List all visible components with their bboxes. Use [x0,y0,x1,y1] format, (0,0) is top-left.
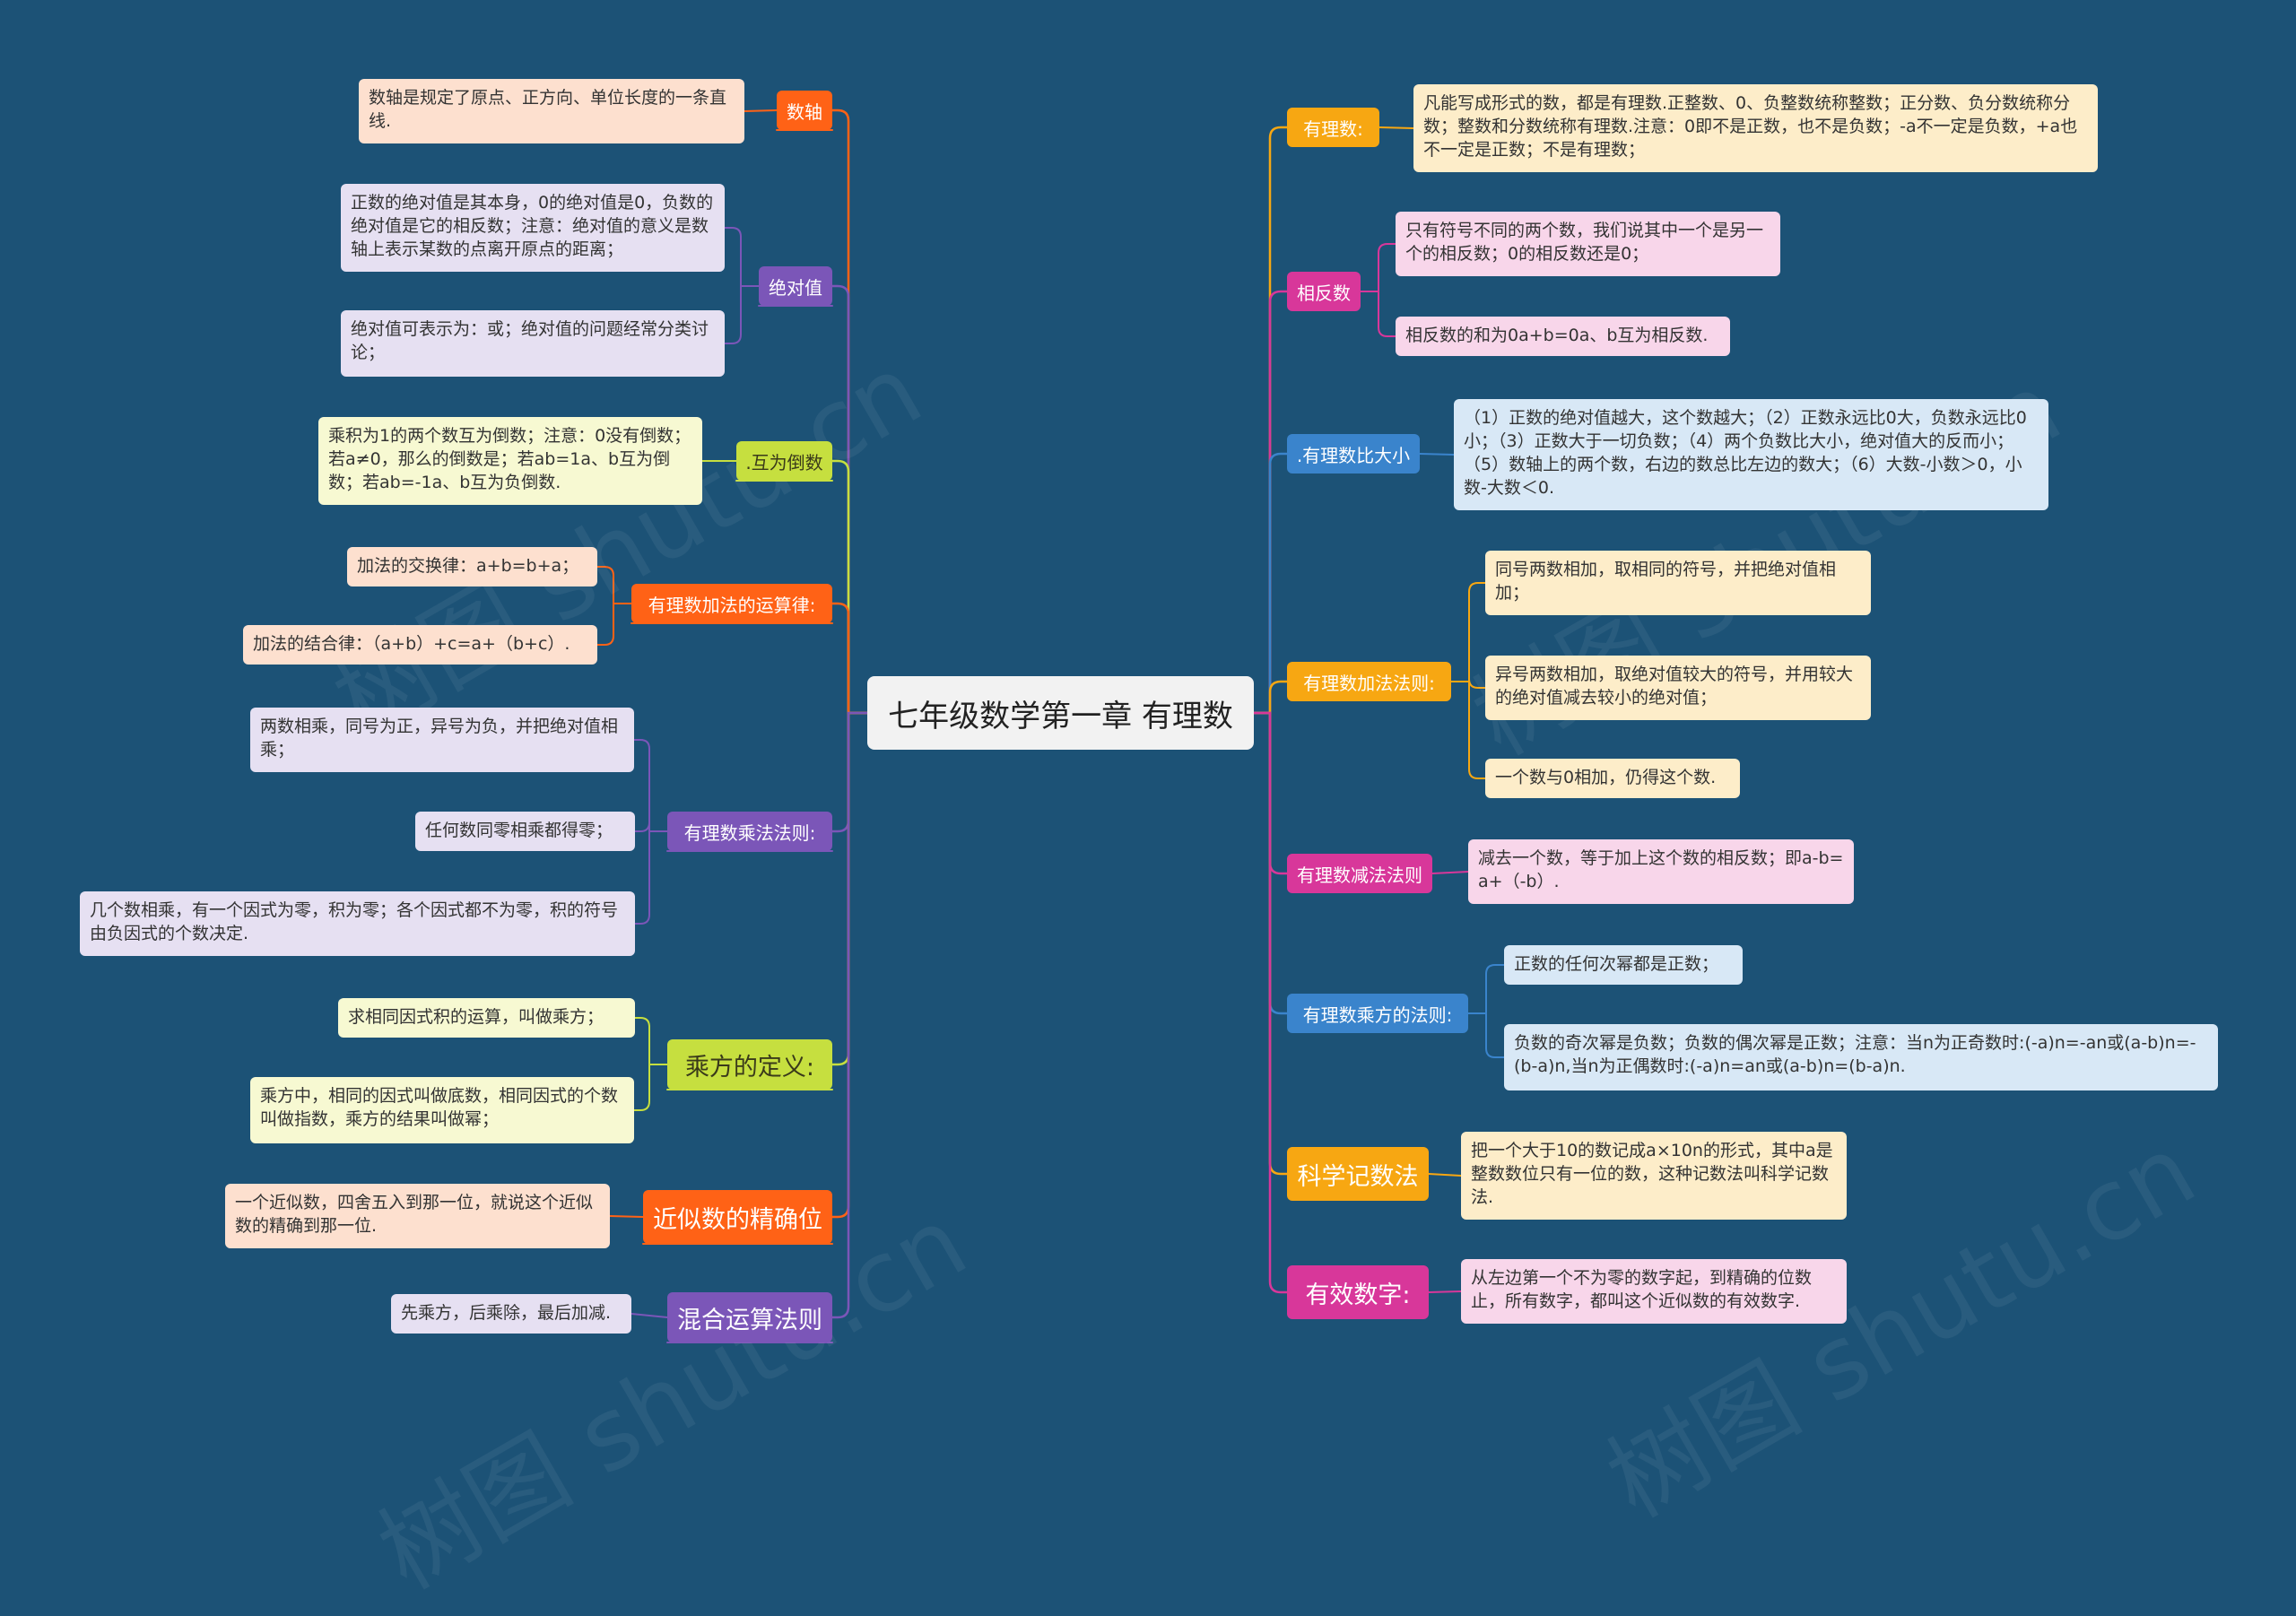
branch-jiafa_yunsuan[interactable]: 有理数加法的运算律: [631,584,832,623]
connector [1252,680,1289,715]
connector [831,711,869,833]
leaf-hunhe-1[interactable]: 先乘方，后乘除，最后加减. [391,1294,631,1334]
leaf-chengfang-1[interactable]: 求相同因式积的运算，叫做乘方； [338,998,635,1038]
leaf-jiafa_yunsuan-2[interactable]: 加法的结合律：（a+b）+c=a+（b+c）. [243,625,597,665]
branch-jianfa[interactable]: 有理数减法法则 [1287,854,1432,893]
leaf-jiafa_faze-2[interactable]: 异号两数相加，取绝对值较大的符号，并用较大的绝对值减去较小的绝对值； [1485,656,1871,720]
connector [1419,453,1455,456]
branch-xiangfan[interactable]: 相反数 [1287,272,1361,311]
connector [634,830,668,925]
connector [1431,871,1469,874]
branch-youxiao[interactable]: 有效数字: [1287,1265,1429,1319]
branch-daoshu[interactable]: .互为倒数 [736,441,832,481]
central-topic[interactable]: 七年级数学第一章 有理数 [867,676,1254,750]
connector [831,602,869,715]
leaf-jingque-1[interactable]: 一个近似数，四舍五入到那一位，就说这个近似数的精确到那一位. [225,1184,610,1248]
connector [631,1313,668,1318]
connector [724,285,760,344]
connector [831,711,869,1219]
leaf-kexue-1[interactable]: 把一个大于10的数记成a×10n的形式，其中a是整数数位只有一位的数，这种记数法… [1461,1132,1847,1220]
leaf-youlishu-1[interactable]: 凡能写成形式的数，都是有理数.正整数、0、负整数统称整数；正分数、负分数统称分数… [1413,84,2098,172]
connector [1252,290,1289,715]
branch-jiafa_faze[interactable]: 有理数加法法则: [1287,662,1451,701]
connector [724,227,760,287]
connector [744,109,778,112]
branch-hunhe[interactable]: 混合运算法则 [667,1292,832,1342]
connector [634,821,668,832]
connector [596,603,632,646]
leaf-jiafa_yunsuan-1[interactable]: 加法的交换律：a+b=b+a； [347,547,597,586]
leaf-youxiao-1[interactable]: 从左边第一个不为零的数字起，到精确的位数止，所有数字，都叫这个近似数的有效数字. [1461,1259,1847,1324]
connector [609,1215,644,1218]
leaf-jianfa-1[interactable]: 减去一个数，等于加上这个数的相反数；即a-b=a+（-b）. [1468,839,1854,904]
connector [1467,1012,1505,1058]
branch-kexue[interactable]: 科学记数法 [1287,1147,1429,1201]
connector [633,1064,668,1111]
connector [1467,964,1505,1014]
connector [1252,711,1289,1294]
leaf-shuzhou-1[interactable]: 数轴是规定了原点、正方向、单位长度的一条直线. [359,79,744,143]
leaf-chengfa-1[interactable]: 两数相乘，同号为正，异号为负，并把绝对值相乘； [250,708,634,772]
connector [1360,291,1396,337]
connector [831,109,869,715]
connector [831,284,869,715]
connector [1252,126,1289,715]
connector [634,1017,668,1065]
connector [831,711,869,1319]
leaf-juedui-1[interactable]: 正数的绝对值是其本身，0的绝对值是0，负数的绝对值是它的相反数；注意：绝对值的意… [341,184,725,272]
leaf-juedui-2[interactable]: 绝对值可表示为：或；绝对值的问题经常分类讨论； [341,310,725,377]
branch-chengfang_faze[interactable]: 有理数乘方的法则: [1287,994,1468,1033]
leaf-daoshu-1[interactable]: 乘积为1的两个数互为倒数；注意：0没有倒数；若a≠0，那么的倒数是；若ab=1a… [318,417,702,505]
leaf-jiafa_faze-3[interactable]: 一个数与0相加，仍得这个数. [1485,759,1740,798]
connector [596,566,632,604]
branch-bidaxiao[interactable]: .有理数比大小 [1287,434,1420,474]
connector [1450,678,1486,689]
connector [1378,126,1414,129]
branch-chengfa[interactable]: 有理数乘法法则: [667,812,832,851]
leaf-chengfang_faze-1[interactable]: 正数的任何次幂都是正数； [1504,945,1743,985]
leaf-xiangfan-1[interactable]: 只有符号不同的两个数，我们说其中一个是另一个的相反数；0的相反数还是0； [1396,212,1780,276]
leaf-chengfa-3[interactable]: 几个数相乘，有一个因式为零，积为零；各个因式都不为零，积的符号由负因式的个数决定… [80,891,635,956]
branch-shuzhou[interactable]: 数轴 [777,91,832,130]
connector [831,711,869,1066]
branch-jingque[interactable]: 近似数的精确位 [643,1190,832,1244]
branch-juedui[interactable]: 绝对值 [759,266,832,306]
connector-lines [596,109,1505,1343]
connector [1428,1290,1462,1293]
leaf-bidaxiao-1[interactable]: （1）正数的绝对值越大，这个数越大；（2）正数永远比0大，负数永远比0小；（3）… [1454,399,2048,510]
leaf-xiangfan-2[interactable]: 相反数的和为0a+b=0a、b互为相反数. [1396,317,1730,356]
leaf-jiafa_faze-1[interactable]: 同号两数相加，取相同的符号，并把绝对值相加； [1485,551,1871,615]
connector [1450,681,1486,779]
leaf-chengfang_faze-2[interactable]: 负数的奇次幂是负数；负数的偶次幂是正数；注意：当n为正奇数时:(-a)n=-an… [1504,1024,2218,1090]
branch-chengfang[interactable]: 乘方的定义: [667,1039,832,1090]
connector [1450,582,1486,682]
connector [1360,243,1396,292]
connector [633,739,668,832]
leaf-chengfa-2[interactable]: 任何数同零相乘都得零； [415,812,635,851]
connector [831,459,869,715]
connector [1252,452,1289,715]
connector [1428,1173,1462,1177]
leaf-chengfang-2[interactable]: 乘方中，相同的因式叫做底数，相同因式的个数叫做指数，乘方的结果叫做幂； [250,1077,634,1143]
branch-youlishu[interactable]: 有理数: [1287,108,1379,147]
